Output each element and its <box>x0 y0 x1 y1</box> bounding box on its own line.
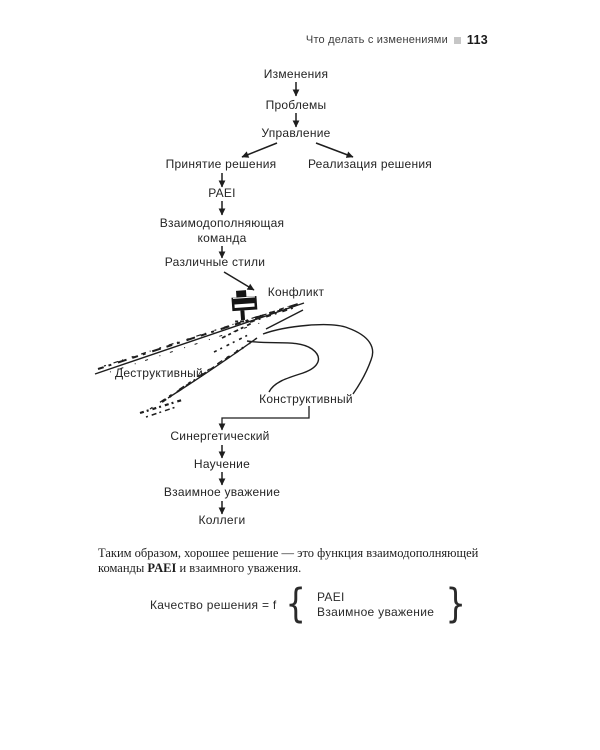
road-sign-stripe <box>234 303 255 309</box>
page-header: Что делать с изменениями 113 <box>306 33 488 47</box>
paragraph-line-1: Таким образом, хорошее решение — это фун… <box>98 546 479 560</box>
node-conflict: Конфликт <box>268 285 325 299</box>
node-paei: PAEI <box>208 186 235 200</box>
formula-arguments: PAEI Взаимное уважение <box>317 588 434 620</box>
road-sign-knob <box>236 290 247 298</box>
arrow-constructive-synergetic <box>218 406 310 431</box>
node-decision-making: Принятие решения <box>166 157 277 171</box>
node-synergetic: Синергетический <box>170 429 269 443</box>
node-mutual-respect: Взаимное уважение <box>164 485 280 499</box>
node-problems: Проблемы <box>266 98 327 112</box>
node-learning: Научение <box>194 457 250 471</box>
road-edge-hatching <box>97 303 300 418</box>
road-top-edge <box>94 302 305 375</box>
formula-arg-paei: PAEI <box>317 590 345 604</box>
arrow-management-implementation <box>315 142 354 158</box>
road-fork-illustration <box>94 290 374 418</box>
constructive-path-inner-curve <box>246 340 320 393</box>
paragraph-line2-suffix: и взаимного уважения. <box>176 560 302 575</box>
decision-quality-formula: Качество решения = f { PAEI Взаимное ува… <box>150 581 469 627</box>
formula-open-brace: { <box>285 581 306 627</box>
formula-close-brace: } <box>445 581 467 627</box>
node-team-line1: Взаимодополняющая <box>160 216 285 230</box>
node-different-styles: Различные стили <box>165 255 265 269</box>
arrow-management-decision <box>241 142 278 158</box>
decision-flowchart-diagram: Изменения Проблемы Управление Принятие р… <box>94 67 432 527</box>
running-head-title: Что делать с изменениями <box>305 34 448 46</box>
constructive-path-outer-curve <box>262 323 374 395</box>
formula-lhs: Качество решения = f <box>150 598 277 612</box>
paragraph-line-2: команды PAEI и взаимного уважения. <box>98 561 498 576</box>
node-management: Управление <box>261 126 330 140</box>
node-implementation: Реализация решения <box>308 157 432 171</box>
road-label-destructive: Деструктивный <box>115 366 203 380</box>
page-number: 113 <box>466 33 488 47</box>
formula-arg-respect: Взаимное уважение <box>317 605 435 619</box>
node-changes: Изменения <box>264 67 328 81</box>
arrow-styles-conflict <box>223 271 255 291</box>
node-team-line2: команда <box>197 231 246 245</box>
section-marker-square-icon <box>453 37 461 44</box>
road-sign <box>231 290 258 323</box>
paragraph-line2-prefix: команды <box>98 560 148 575</box>
road-sign-gap <box>232 296 255 299</box>
road-far-edge <box>265 309 304 330</box>
paragraph-line2-bold-paei: PAEI <box>147 560 177 575</box>
road-label-constructive: Конструктивный <box>259 392 353 406</box>
road-sign-post <box>240 310 246 321</box>
node-colleagues: Коллеги <box>199 513 246 527</box>
body-paragraph: Таким образом, хорошее решение — это фун… <box>98 546 498 575</box>
